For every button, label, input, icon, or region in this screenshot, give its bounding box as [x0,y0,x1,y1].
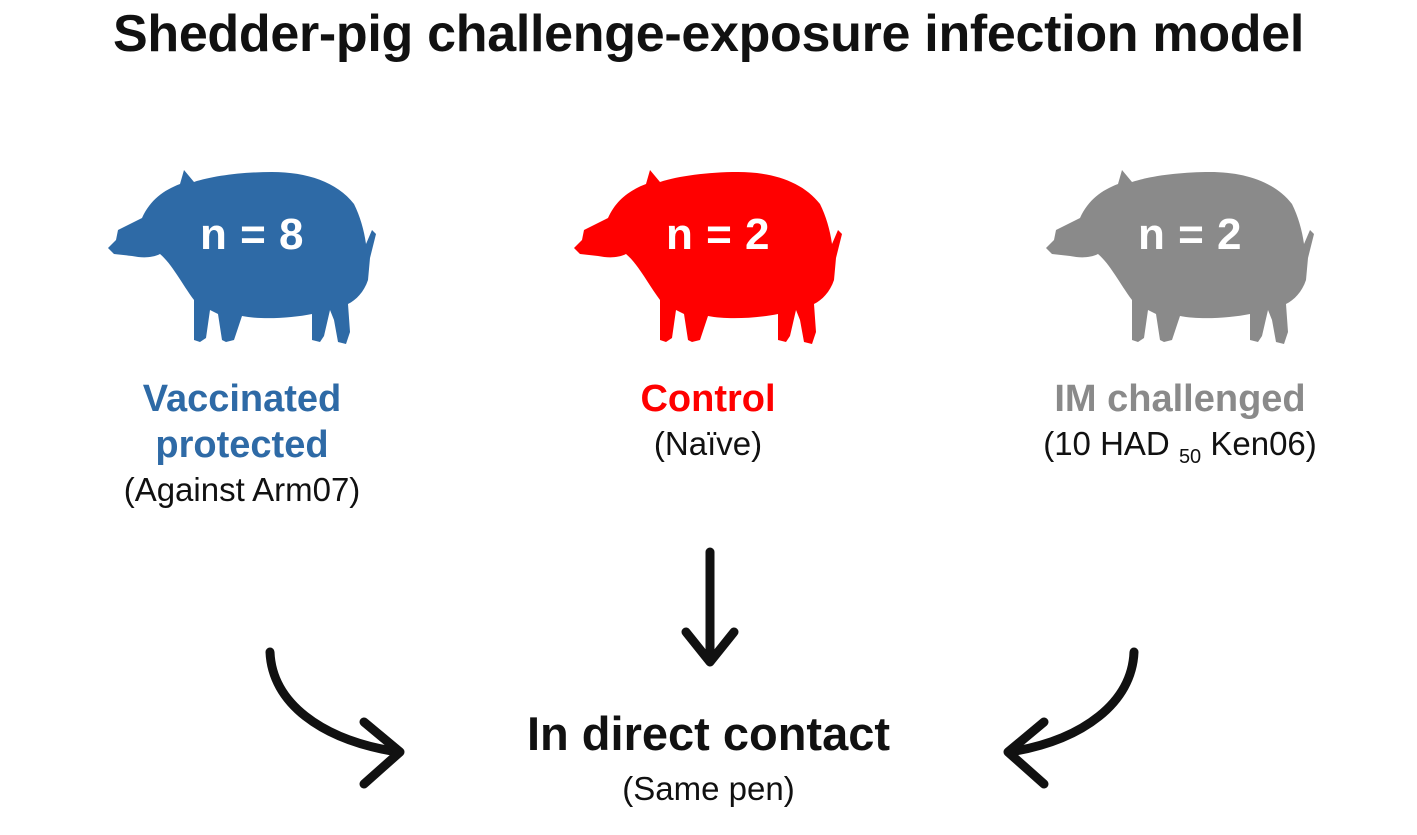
arrow-down-head [681,627,739,667]
pig-icon [1046,170,1314,344]
group-count: n = 2 [1138,210,1242,259]
contact-box: In direct contact (Same pen) [0,704,1417,814]
group-im-challenged: n = 2 IM challenged (10 HAD 50 Ken06) [990,160,1370,479]
group-subtitle: (Naïve) [653,425,763,462]
group-subtitle: (10 HAD 50 Ken06) [990,422,1370,479]
subtitle-part: Ken06) [1201,425,1317,462]
pig-vaccinated: n = 8 [102,160,382,350]
group-title-line: protected [155,424,329,466]
contact-subtitle: (Same pen) [622,770,795,807]
group-title-line: Vaccinated [142,378,342,420]
group-count: n = 8 [200,210,304,259]
subtitle-subscript: 50 [1178,446,1202,468]
pig-im-challenged: n = 2 [1040,160,1320,350]
group-title: IM challenged [990,376,1370,422]
group-subtitle: (Against Arm07) [123,471,361,508]
group-vaccinated: n = 8 Vaccinated protected (Against Arm0… [52,160,432,512]
group-title-line: IM challenged [1054,378,1306,420]
group-control: n = 2 Control (Naïve) [518,160,898,466]
diagram-title: Shedder-pig challenge-exposure infection… [112,5,1305,63]
subtitle-part: (10 HAD [1043,425,1170,462]
arrow-left-curve [265,647,403,757]
arrow-left-head [359,717,405,789]
arrow-right-curve [1005,647,1139,757]
arrow-right-head [1003,717,1049,789]
pig-silhouette [108,170,376,344]
group-count: n = 2 [666,210,770,259]
pig-silhouette [1046,170,1314,344]
pig-icon [108,170,376,344]
pig-icon [574,170,842,344]
pig-silhouette [574,170,842,344]
group-title: Vaccinated protected [52,376,432,468]
pig-control: n = 2 [568,160,848,350]
group-title-line: Control [640,378,776,420]
contact-title: In direct contact [526,707,890,760]
group-title: Control [518,376,898,422]
